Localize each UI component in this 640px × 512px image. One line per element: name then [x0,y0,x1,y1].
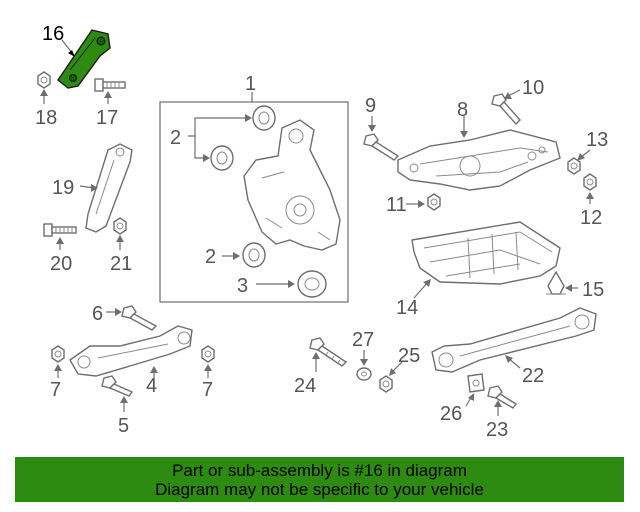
part-4-arm[interactable] [69,325,193,377]
callout-15: 15 [582,279,604,301]
part-26-bracket[interactable] [467,373,485,393]
banner-line-2: Diagram may not be specific to your vehi… [155,479,484,499]
part-10-bolt[interactable] [491,93,521,126]
callout-3: 3 [237,275,248,297]
callout-8: 8 [457,99,468,121]
callout-19: 19 [52,177,74,199]
callout-2-lower: 2 [205,246,216,268]
callout-27: 27 [352,329,374,351]
part-21-nut[interactable] [113,217,127,235]
callout-12: 12 [580,207,602,229]
callout-25: 25 [398,345,420,367]
part-2-bushing-lower[interactable] [242,242,266,268]
part-9-bolt[interactable] [363,133,400,161]
callout-7-left: 7 [50,379,61,401]
callout-11: 11 [386,194,407,216]
part-14-shield[interactable] [411,221,561,285]
callout-13: 13 [586,129,608,151]
part-27-washer[interactable] [356,367,372,381]
part-16-bracket[interactable] [57,29,111,89]
callout-17: 17 [96,107,118,129]
part-17-bolt[interactable] [94,78,126,92]
part-19-link[interactable] [85,143,133,233]
callout-21: 21 [110,253,132,275]
callout-1: 1 [245,73,256,95]
info-banner: Part or sub-assembly is #16 in diagram D… [15,457,624,502]
callout-5: 5 [118,415,129,437]
callout-22: 22 [522,365,544,387]
part-2-bushing-upper[interactable] [252,105,276,131]
callout-26: 26 [440,403,462,425]
part-3-bushing[interactable] [297,270,327,298]
callout-20: 20 [50,253,72,275]
callout-2-upper: 2 [170,127,181,149]
callout-6: 6 [92,303,103,325]
part-2-bushing-middle[interactable] [210,145,234,171]
part-6-bolt[interactable] [121,305,158,331]
callout-18: 18 [35,107,57,129]
part-7-nut-right[interactable] [201,345,215,363]
part-8-crossmember[interactable] [397,129,561,191]
callout-23: 23 [486,419,508,441]
part-12-nut[interactable] [583,173,597,191]
part-11-nut[interactable] [427,193,441,211]
part-15-clip[interactable] [546,270,566,295]
callout-24: 24 [294,375,316,397]
part-1-knuckle[interactable] [243,119,341,251]
part-13-nut[interactable] [567,157,581,175]
part-20-bolt[interactable] [43,223,77,237]
part-5-bolt[interactable] [101,375,134,397]
part-1-group-frame [159,101,349,303]
part-23-bolt[interactable] [487,385,518,409]
callout-16: 16 [42,23,64,45]
callout-4: 4 [146,375,157,397]
callout-10: 10 [522,77,544,99]
parts-diagram: 16 18 17 19 20 21 1 [35,23,608,441]
part-18-nut[interactable] [37,71,51,89]
part-24-bolt[interactable] [309,337,348,367]
part-7-nut-left[interactable] [51,345,65,363]
banner-line-1: Part or sub-assembly is #16 in diagram [172,460,467,480]
part-25-nut[interactable] [379,375,393,393]
callout-7-right: 7 [202,379,213,401]
part-22-link[interactable] [431,307,597,373]
callout-14: 14 [396,297,418,319]
callout-9: 9 [365,95,376,117]
